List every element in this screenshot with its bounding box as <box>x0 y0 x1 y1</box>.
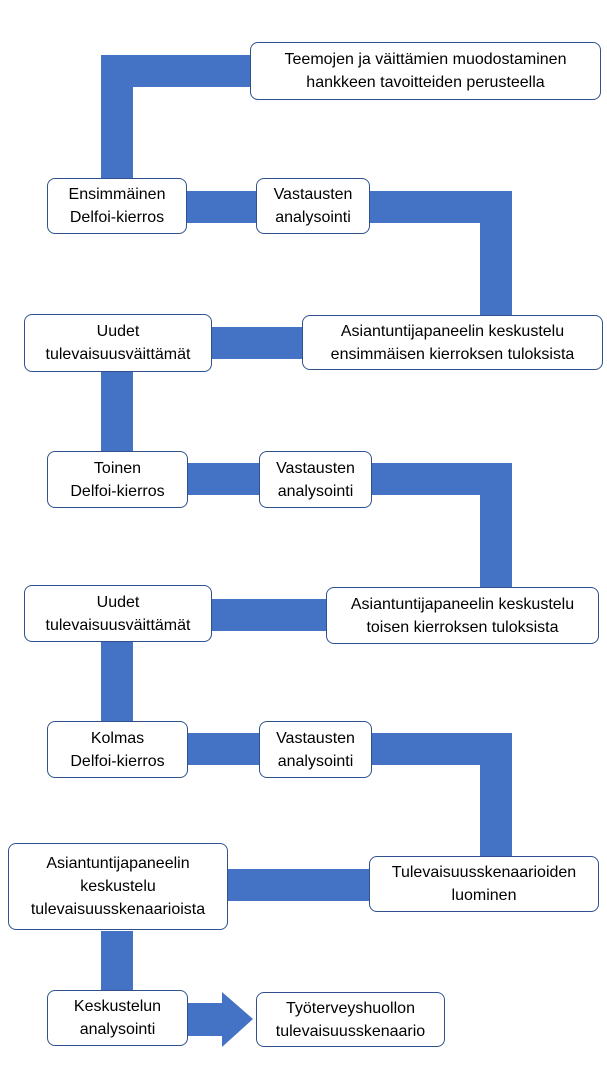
connector-scenarios-panel3 <box>228 869 371 901</box>
connector-right2-vertical <box>480 463 512 588</box>
step-new-claims-2: Uudet tulevaisuusväittämät <box>24 585 212 642</box>
step-create-scenarios: Tulevaisuusskenaarioiden luominen <box>369 856 599 912</box>
connector-panel3-discussion <box>101 931 133 991</box>
step-first-delphi-round: Ensimmäinen Delfoi-kierros <box>47 178 187 234</box>
step-expert-panel-2: Asiantuntijapaneelin keskustelu toisen k… <box>326 587 599 644</box>
connector-panel1-newclaims1 <box>211 327 303 359</box>
connector-round3-analysis3 <box>187 733 260 765</box>
connector-right3-vertical <box>480 733 512 859</box>
connector-newclaims1-round2 <box>101 371 133 453</box>
step-expert-panel-1: Asiantuntijapaneelin keskustelu ensimmäi… <box>302 315 603 370</box>
step-discussion-analysis: Keskustelun analysointi <box>47 990 188 1046</box>
connector-right1-vertical <box>480 191 512 319</box>
step-final-scenario: Työterveyshuollon tulevaisuusskenaario <box>256 992 445 1047</box>
step-response-analysis-2: Vastausten analysointi <box>259 451 372 508</box>
connector-newclaims2-round3 <box>101 641 133 723</box>
connector-round2-analysis2 <box>187 463 260 495</box>
step-second-delphi-round: Toinen Delfoi-kierros <box>47 451 188 508</box>
step-response-analysis-1: Vastausten analysointi <box>256 178 370 234</box>
step-expert-panel-3: Asiantuntijapaneelin keskustelu tulevais… <box>8 843 228 930</box>
step-response-analysis-3: Vastausten analysointi <box>259 721 372 778</box>
connector-round1-analysis1 <box>187 191 257 223</box>
connector-start-horizontal <box>101 55 251 87</box>
step-third-delphi-round: Kolmas Delfoi-kierros <box>47 721 188 778</box>
step-themes-and-claims: Teemojen ja väittämien muodostaminen han… <box>250 42 601 100</box>
connector-panel2-newclaims2 <box>211 599 328 631</box>
step-new-claims-1: Uudet tulevaisuusväittämät <box>24 314 212 372</box>
